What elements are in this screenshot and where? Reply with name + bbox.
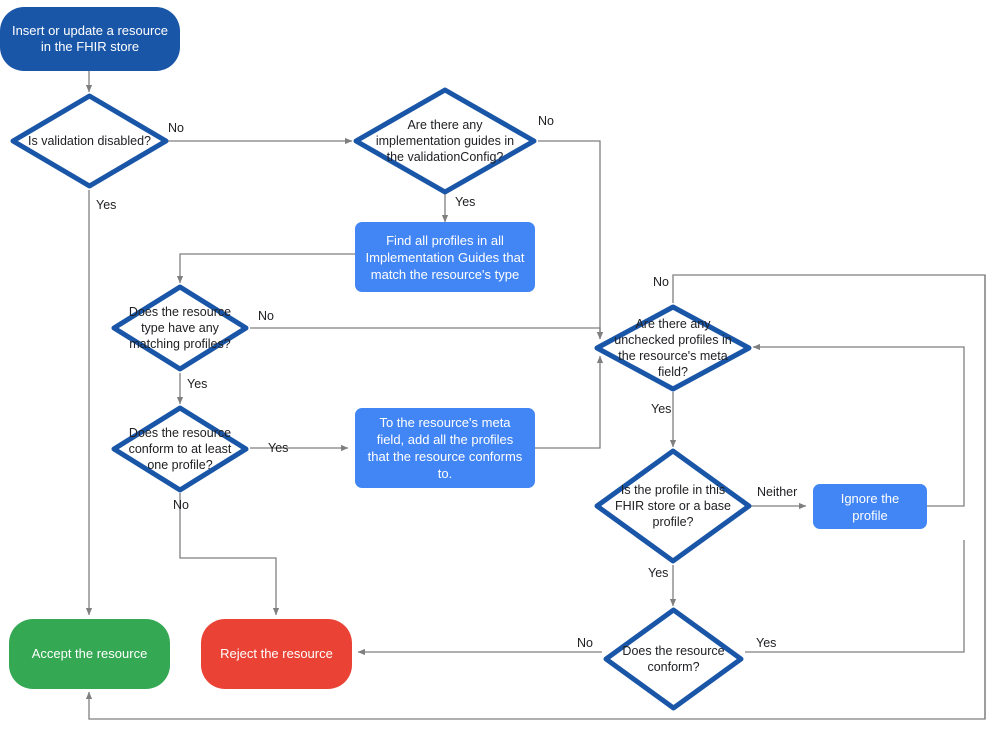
edge-resource-conform-yes [745,540,965,653]
diamond-shape [353,87,537,195]
edge-label-matching-yes: Yes [187,377,208,391]
node-conform-one-profile-label: Does the resource conform to at least on… [128,426,232,472]
node-accept[interactable]: Accept the resource [9,619,170,689]
diamond-shape [594,304,752,392]
node-resource-conform[interactable]: Does the resource conform? [602,606,745,712]
edge-label-profile-yes: Yes [648,566,669,580]
edge-label-conform-one-yes: Yes [268,441,289,455]
edge-label-unchecked-no: No [653,275,669,289]
node-matching-profiles-label: Does the resource type have any matching… [128,305,232,351]
diamond-shape [111,405,249,493]
node-reject-label: Reject the resource [220,646,333,661]
diamond-shape [111,284,249,372]
node-profile-in-store[interactable]: Is the profile in this FHIR store or a b… [593,447,753,565]
node-add-profiles-meta-label: To the resource's meta field, add all th… [367,415,523,481]
node-find-profiles-label: Find all profiles in all Implementation … [365,232,525,282]
node-matching-profiles[interactable]: Does the resource type have any matching… [110,283,250,373]
node-accept-label: Accept the resource [31,646,148,661]
edge-label-validation-no: No [168,121,184,135]
node-start[interactable]: Insert or update a resource in the FHIR … [0,7,180,71]
node-profile-in-store-label: Is the profile in this FHIR store or a b… [614,483,731,529]
edge-guides-no [538,140,604,340]
edge-label-guides-no: No [538,114,554,128]
node-find-profiles[interactable]: Find all profiles in all Implementation … [355,222,535,292]
edge-meta-to-unchecked [535,355,604,449]
diamond-shape [603,607,744,711]
node-unchecked-profiles[interactable]: Are there any unchecked profiles in the … [593,303,753,393]
edge-label-validation-yes: Yes [96,198,117,212]
node-unchecked-profiles-label: Are there any unchecked profiles in the … [614,317,732,379]
edge-label-resource-conform-yes: Yes [756,636,777,650]
edge-conform-one-no [179,493,280,616]
node-add-profiles-meta[interactable]: To the resource's meta field, add all th… [355,408,535,488]
diamond-shape [10,93,169,189]
node-implementation-guides-label: Are there any implementation guides in t… [375,118,515,164]
edge-label-resource-conform-no: No [577,636,593,650]
node-is-validation-disabled-label: Is validation disabled? [28,134,151,148]
edge-find-to-matching [176,253,355,284]
edge-label-profile-neither: Neither [757,485,798,499]
edge-label-matching-no: No [258,309,274,323]
edge-label-unchecked-yes: Yes [651,402,672,416]
node-implementation-guides[interactable]: Are there any implementation guides in t… [352,86,538,196]
node-is-validation-disabled[interactable]: Is validation disabled? [9,92,170,190]
edge-label-conform-one-no: No [173,498,189,512]
node-reject[interactable]: Reject the resource [201,619,352,689]
edge-label-guides-yes: Yes [455,195,476,209]
edge-ignore-loop [752,343,965,507]
node-conform-one-profile[interactable]: Does the resource conform to at least on… [110,404,250,494]
node-ignore-profile[interactable]: Ignore the profile [813,484,927,529]
node-resource-conform-label: Does the resource conform? [622,644,725,674]
diamond-shape [594,448,752,564]
node-start-label: Insert or update a resource in the FHIR … [11,23,169,54]
edge-matching-no [250,327,604,340]
node-ignore-profile-label: Ignore the profile [840,490,900,523]
